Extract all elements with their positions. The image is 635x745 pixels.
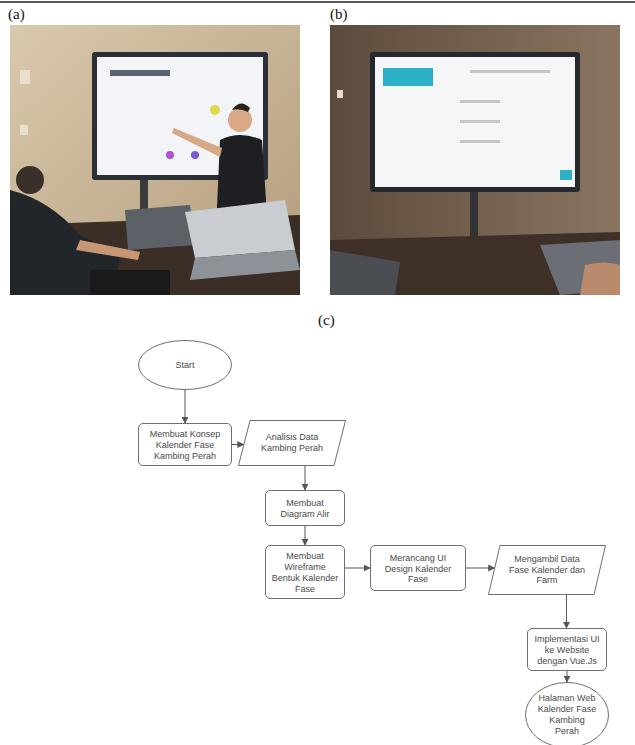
parallelogram-shape (489, 546, 606, 595)
tv-frame (370, 52, 580, 192)
node-text: Membuat Konsep Kalender Fase Kambing Per… (143, 429, 227, 461)
node-text-group: Membuat Wireframe Bentuk Kalender Fase (266, 546, 344, 600)
person-head (228, 108, 252, 132)
node-text-group: Implementasi UI ke Website dengan Vue.Js (528, 629, 606, 672)
process-box: Implementasi UI ke Website dengan Vue.Js (527, 628, 607, 671)
photo-b (330, 25, 620, 295)
node-text: Mengambil Data Fase Kalender dan Farm (504, 554, 590, 586)
laptop (540, 240, 620, 295)
person-arm (172, 128, 222, 157)
flow-arrow (567, 671, 568, 682)
screen-content (166, 151, 174, 159)
top-rule (0, 1, 635, 3)
screen-content (210, 105, 220, 115)
flow-arrow (232, 444, 244, 445)
flow-arrow (305, 466, 306, 490)
node-text-group: Membuat Diagram Alir (266, 491, 344, 527)
hand (580, 263, 620, 296)
tv-stand (470, 192, 478, 242)
data-parallelogram: Analisis Data Kambing Perah (238, 420, 346, 466)
terminal-ellipse (526, 683, 609, 745)
start-terminal: Start (138, 340, 232, 390)
laptop (185, 200, 295, 258)
node-text: Membuat Diagram Alir (270, 498, 340, 520)
node-text-group: Analisis Data Kambing Perah (238, 420, 346, 466)
laptop (125, 205, 195, 250)
node-text: Implementasi UI ke Website dengan Vue.Js (532, 634, 602, 666)
process-box: Membuat Konsep Kalender Fase Kambing Per… (138, 423, 232, 466)
person-seated-head (16, 166, 44, 194)
node-text-group: Membuat Konsep Kalender Fase Kambing Per… (139, 424, 231, 467)
panel-label: (b) (330, 6, 348, 23)
flow-arrow (466, 568, 494, 569)
screen-button (560, 170, 572, 180)
flow-arrow (185, 390, 186, 423)
data-parallelogram: Mengambil Data Fase Kalender dan Farm (488, 545, 606, 595)
socket (337, 90, 343, 98)
flow-arrow (566, 595, 567, 628)
flow-arrow (305, 526, 306, 545)
flow-arrow (345, 568, 370, 569)
panel-label: (a) (8, 6, 25, 23)
screen-header (383, 68, 433, 86)
parallelogram-shape (239, 421, 346, 466)
screen-content (460, 140, 500, 143)
laptop (330, 250, 400, 295)
node-text: Merancang UI Design Kalender Fase (375, 553, 461, 585)
socket (20, 70, 30, 84)
wall (10, 25, 300, 295)
panel-label: (c) (318, 312, 335, 329)
node-text: Analisis Data Kambing Perah (254, 432, 330, 454)
screen-content (110, 70, 170, 76)
node-text: Halaman Web Kalender Fase Kambing Perah (537, 693, 597, 736)
screen-content (460, 100, 500, 103)
process-box: Membuat Diagram Alir (265, 490, 345, 526)
socket (20, 125, 28, 135)
screen-content (470, 70, 550, 73)
process-box: Membuat Wireframe Bentuk Kalender Fase (265, 545, 345, 599)
terminal-ellipse (139, 341, 232, 390)
process-box: Merancang UI Design Kalender Fase (370, 545, 466, 591)
node-text: Start (175, 360, 194, 371)
screen-content (191, 151, 199, 159)
end-terminal: Halaman Web Kalender Fase Kambing Perah (525, 682, 609, 745)
cables (90, 270, 170, 295)
node-text-group: Mengambil Data Fase Kalender dan Farm (488, 545, 606, 595)
node-text-group: Merancang UI Design Kalender Fase (371, 546, 465, 592)
hand (76, 240, 140, 260)
table (330, 232, 620, 295)
laptop-keyboard (190, 250, 300, 280)
node-text-group: Halaman Web Kalender Fase Kambing Perah (525, 682, 609, 745)
person-hair (232, 103, 250, 112)
node-text: Membuat Wireframe Bentuk Kalender Fase (270, 551, 340, 594)
wall (330, 25, 620, 295)
screen-content (460, 120, 500, 123)
node-text-group: Start (138, 340, 232, 390)
photo-a (10, 25, 300, 295)
tv-screen (375, 57, 575, 187)
